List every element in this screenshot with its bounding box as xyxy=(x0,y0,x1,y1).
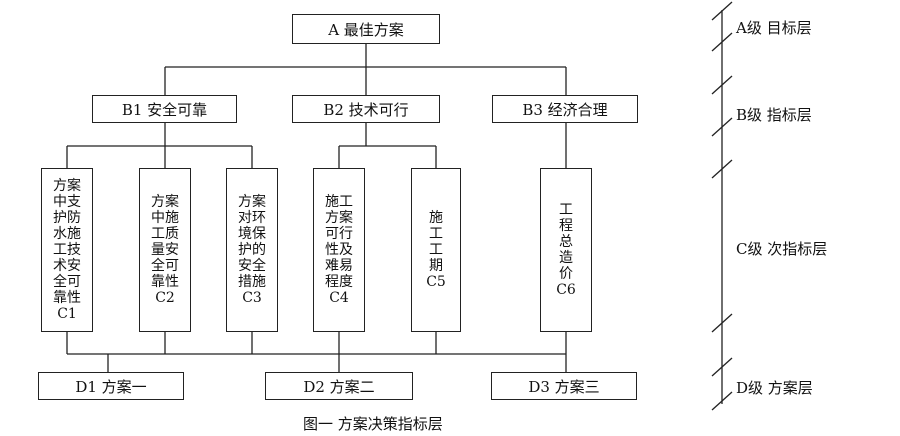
criterion-node-b2: B2 技术可行 xyxy=(292,95,440,123)
indicator-label: 施 工 工 期 C5 xyxy=(426,210,446,290)
criterion-node-b3: B3 经济合理 xyxy=(492,95,638,123)
indicator-node-c4: 施工 方案 可行 性及 难易 程度 C4 xyxy=(313,168,365,332)
goal-node-a: A 最佳方案 xyxy=(292,14,440,44)
indicator-label: 方案 对环 境保 护的 安全 措施 C3 xyxy=(238,194,266,306)
criterion-label: B3 经济合理 xyxy=(522,100,608,119)
indicator-node-c3: 方案 对环 境保 护的 安全 措施 C3 xyxy=(226,168,278,332)
criterion-label: B2 技术可行 xyxy=(323,100,409,119)
indicator-node-c5: 施 工 工 期 C5 xyxy=(411,168,461,332)
alternative-node-d2: D2 方案二 xyxy=(265,372,413,400)
indicator-node-c2: 方案 中施 工质 量安 全可 靠性 C2 xyxy=(139,168,191,332)
goal-node-label: A 最佳方案 xyxy=(328,20,404,39)
alternative-node-d1: D1 方案一 xyxy=(38,372,184,400)
level-label-a: A级 目标层 xyxy=(736,19,812,37)
indicator-label: 工 程 总 造 价 C6 xyxy=(556,202,576,298)
indicator-node-c1: 方案 中支 护防 水施 工技 术安 全可 靠性 C1 xyxy=(41,168,93,332)
indicator-label: 方案 中支 护防 水施 工技 术安 全可 靠性 C1 xyxy=(53,178,81,322)
level-label-b: B级 指标层 xyxy=(736,106,812,124)
level-label-d: D级 方案层 xyxy=(736,379,813,397)
criterion-label: B1 安全可靠 xyxy=(121,100,208,119)
indicator-label: 方案 中施 工质 量安 全可 靠性 C2 xyxy=(151,194,179,306)
alternative-node-d3: D3 方案三 xyxy=(491,372,637,400)
level-label-c: C级 次指标层 xyxy=(736,240,828,258)
alternative-label: D2 方案二 xyxy=(303,377,375,396)
alternative-label: D3 方案三 xyxy=(528,377,600,396)
indicator-node-c6: 工 程 总 造 价 C6 xyxy=(540,168,592,332)
figure-caption: 图一 方案决策指标层 xyxy=(303,415,443,433)
alternative-label: D1 方案一 xyxy=(75,377,147,396)
criterion-node-b1: B1 安全可靠 xyxy=(92,95,237,123)
indicator-label: 施工 方案 可行 性及 难易 程度 C4 xyxy=(325,194,353,306)
